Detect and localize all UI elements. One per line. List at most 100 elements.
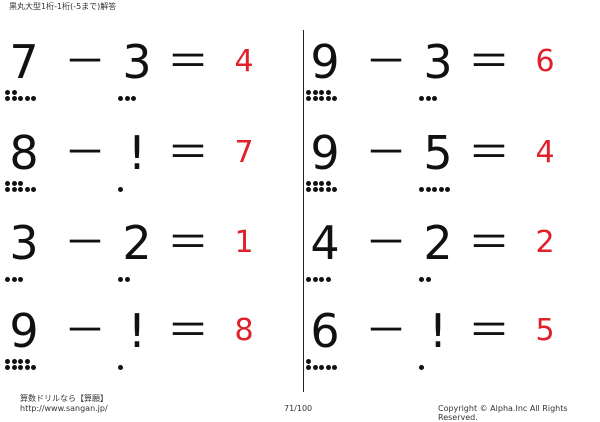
site-name: 算数ドリルなら【算願】: [20, 394, 108, 403]
minus-sign: －: [364, 128, 407, 177]
subtrahend-dots: [118, 83, 178, 103]
answer: 8: [234, 313, 254, 348]
count-dot: [312, 365, 318, 370]
count-dot: [31, 187, 36, 192]
count-dot: [325, 365, 331, 370]
subtrahend: 5: [423, 126, 453, 180]
count-dot: [124, 96, 130, 101]
count-dot: [5, 89, 10, 95]
count-dot: [306, 180, 311, 186]
count-dot: [325, 96, 331, 101]
count-dot: [325, 180, 331, 186]
count-dot: [11, 96, 17, 101]
count-dot: [18, 358, 23, 364]
subtrahend: 3: [122, 35, 152, 89]
equals-sign: ＝: [467, 306, 510, 355]
count-dot: [425, 96, 431, 101]
count-dot: [312, 180, 318, 186]
count-dot: [319, 180, 324, 186]
subtrahend-dots: [419, 264, 479, 284]
column-divider: [303, 30, 304, 392]
subtrahend-dots: [419, 174, 479, 194]
count-dot: [419, 187, 424, 192]
count-dot: [11, 358, 17, 364]
count-dot: [319, 277, 324, 282]
answer: 5: [535, 313, 555, 348]
count-dot: [18, 365, 23, 370]
equals-sign: ＝: [166, 306, 209, 355]
problem-1: 7 － 3 ＝ 4: [5, 33, 277, 103]
minuend-dots: [306, 174, 366, 194]
count-dot: [319, 96, 324, 101]
subtrahend-dots: [419, 352, 479, 372]
count-dot: [31, 96, 36, 101]
subtrahend: 2: [122, 216, 152, 270]
subtrahend: !: [127, 126, 147, 180]
count-dot: [5, 187, 10, 192]
count-dot: [5, 277, 10, 282]
count-dot: [312, 187, 318, 192]
count-dot: [306, 277, 311, 282]
minuend: 9: [9, 304, 39, 358]
count-dot: [325, 277, 331, 282]
count-dot: [312, 277, 318, 282]
count-dot: [18, 180, 23, 186]
count-dot: [312, 96, 318, 101]
count-dot: [438, 187, 444, 192]
equals-sign: ＝: [166, 37, 209, 86]
equals-sign: ＝: [467, 218, 510, 267]
subtrahend-dots: [118, 264, 178, 284]
count-dot: [118, 187, 123, 192]
minus-sign: －: [63, 218, 106, 267]
problem-5: 3 － 2 ＝ 1: [5, 214, 277, 284]
count-dot: [5, 365, 10, 370]
subtrahend: !: [428, 304, 448, 358]
count-dot: [425, 277, 431, 282]
count-dot: [319, 187, 324, 192]
answer: 7: [234, 135, 254, 170]
answer: 4: [535, 135, 555, 170]
subtrahend-dots: [118, 352, 178, 372]
answer: 4: [234, 44, 254, 79]
problem-4: 9 － 5 ＝ 4: [306, 124, 578, 194]
count-dot: [419, 96, 424, 101]
count-dot: [118, 365, 123, 370]
subtrahend-dots: [118, 174, 178, 194]
equals-sign: ＝: [467, 128, 510, 177]
count-dot: [306, 358, 311, 364]
count-dot: [131, 96, 136, 101]
minus-sign: －: [364, 218, 407, 267]
count-dot: [11, 180, 17, 186]
count-dot: [445, 187, 450, 192]
count-dot: [11, 187, 17, 192]
count-dot: [18, 187, 23, 192]
minuend-dots: [306, 264, 366, 284]
site-url-link[interactable]: http://www.sangan.jp/: [20, 404, 108, 413]
count-dot: [11, 365, 17, 370]
minuend: 8: [9, 126, 39, 180]
minuend-dots: [5, 174, 65, 194]
minus-sign: －: [63, 306, 106, 355]
minuend: 9: [310, 126, 340, 180]
copyright: Copyright © Alpha.Inc All Rights Reserve…: [438, 404, 568, 422]
count-dot: [332, 365, 337, 370]
minus-sign: －: [63, 37, 106, 86]
minuend-dots: [5, 352, 65, 372]
count-dot: [24, 187, 30, 192]
count-dot: [319, 365, 324, 370]
count-dot: [332, 187, 337, 192]
count-dot: [325, 187, 331, 192]
minus-sign: －: [364, 37, 407, 86]
count-dot: [419, 365, 424, 370]
minus-sign: －: [364, 306, 407, 355]
count-dot: [11, 89, 17, 95]
equals-sign: ＝: [166, 128, 209, 177]
count-dot: [432, 187, 437, 192]
minuend: 4: [310, 216, 340, 270]
subtrahend-dots: [419, 83, 479, 103]
count-dot: [306, 187, 311, 192]
minuend: 3: [9, 216, 39, 270]
page-number: 71/100: [284, 404, 313, 413]
problem-7: 9 － ! ＝ 8: [5, 302, 277, 372]
equals-sign: ＝: [166, 218, 209, 267]
